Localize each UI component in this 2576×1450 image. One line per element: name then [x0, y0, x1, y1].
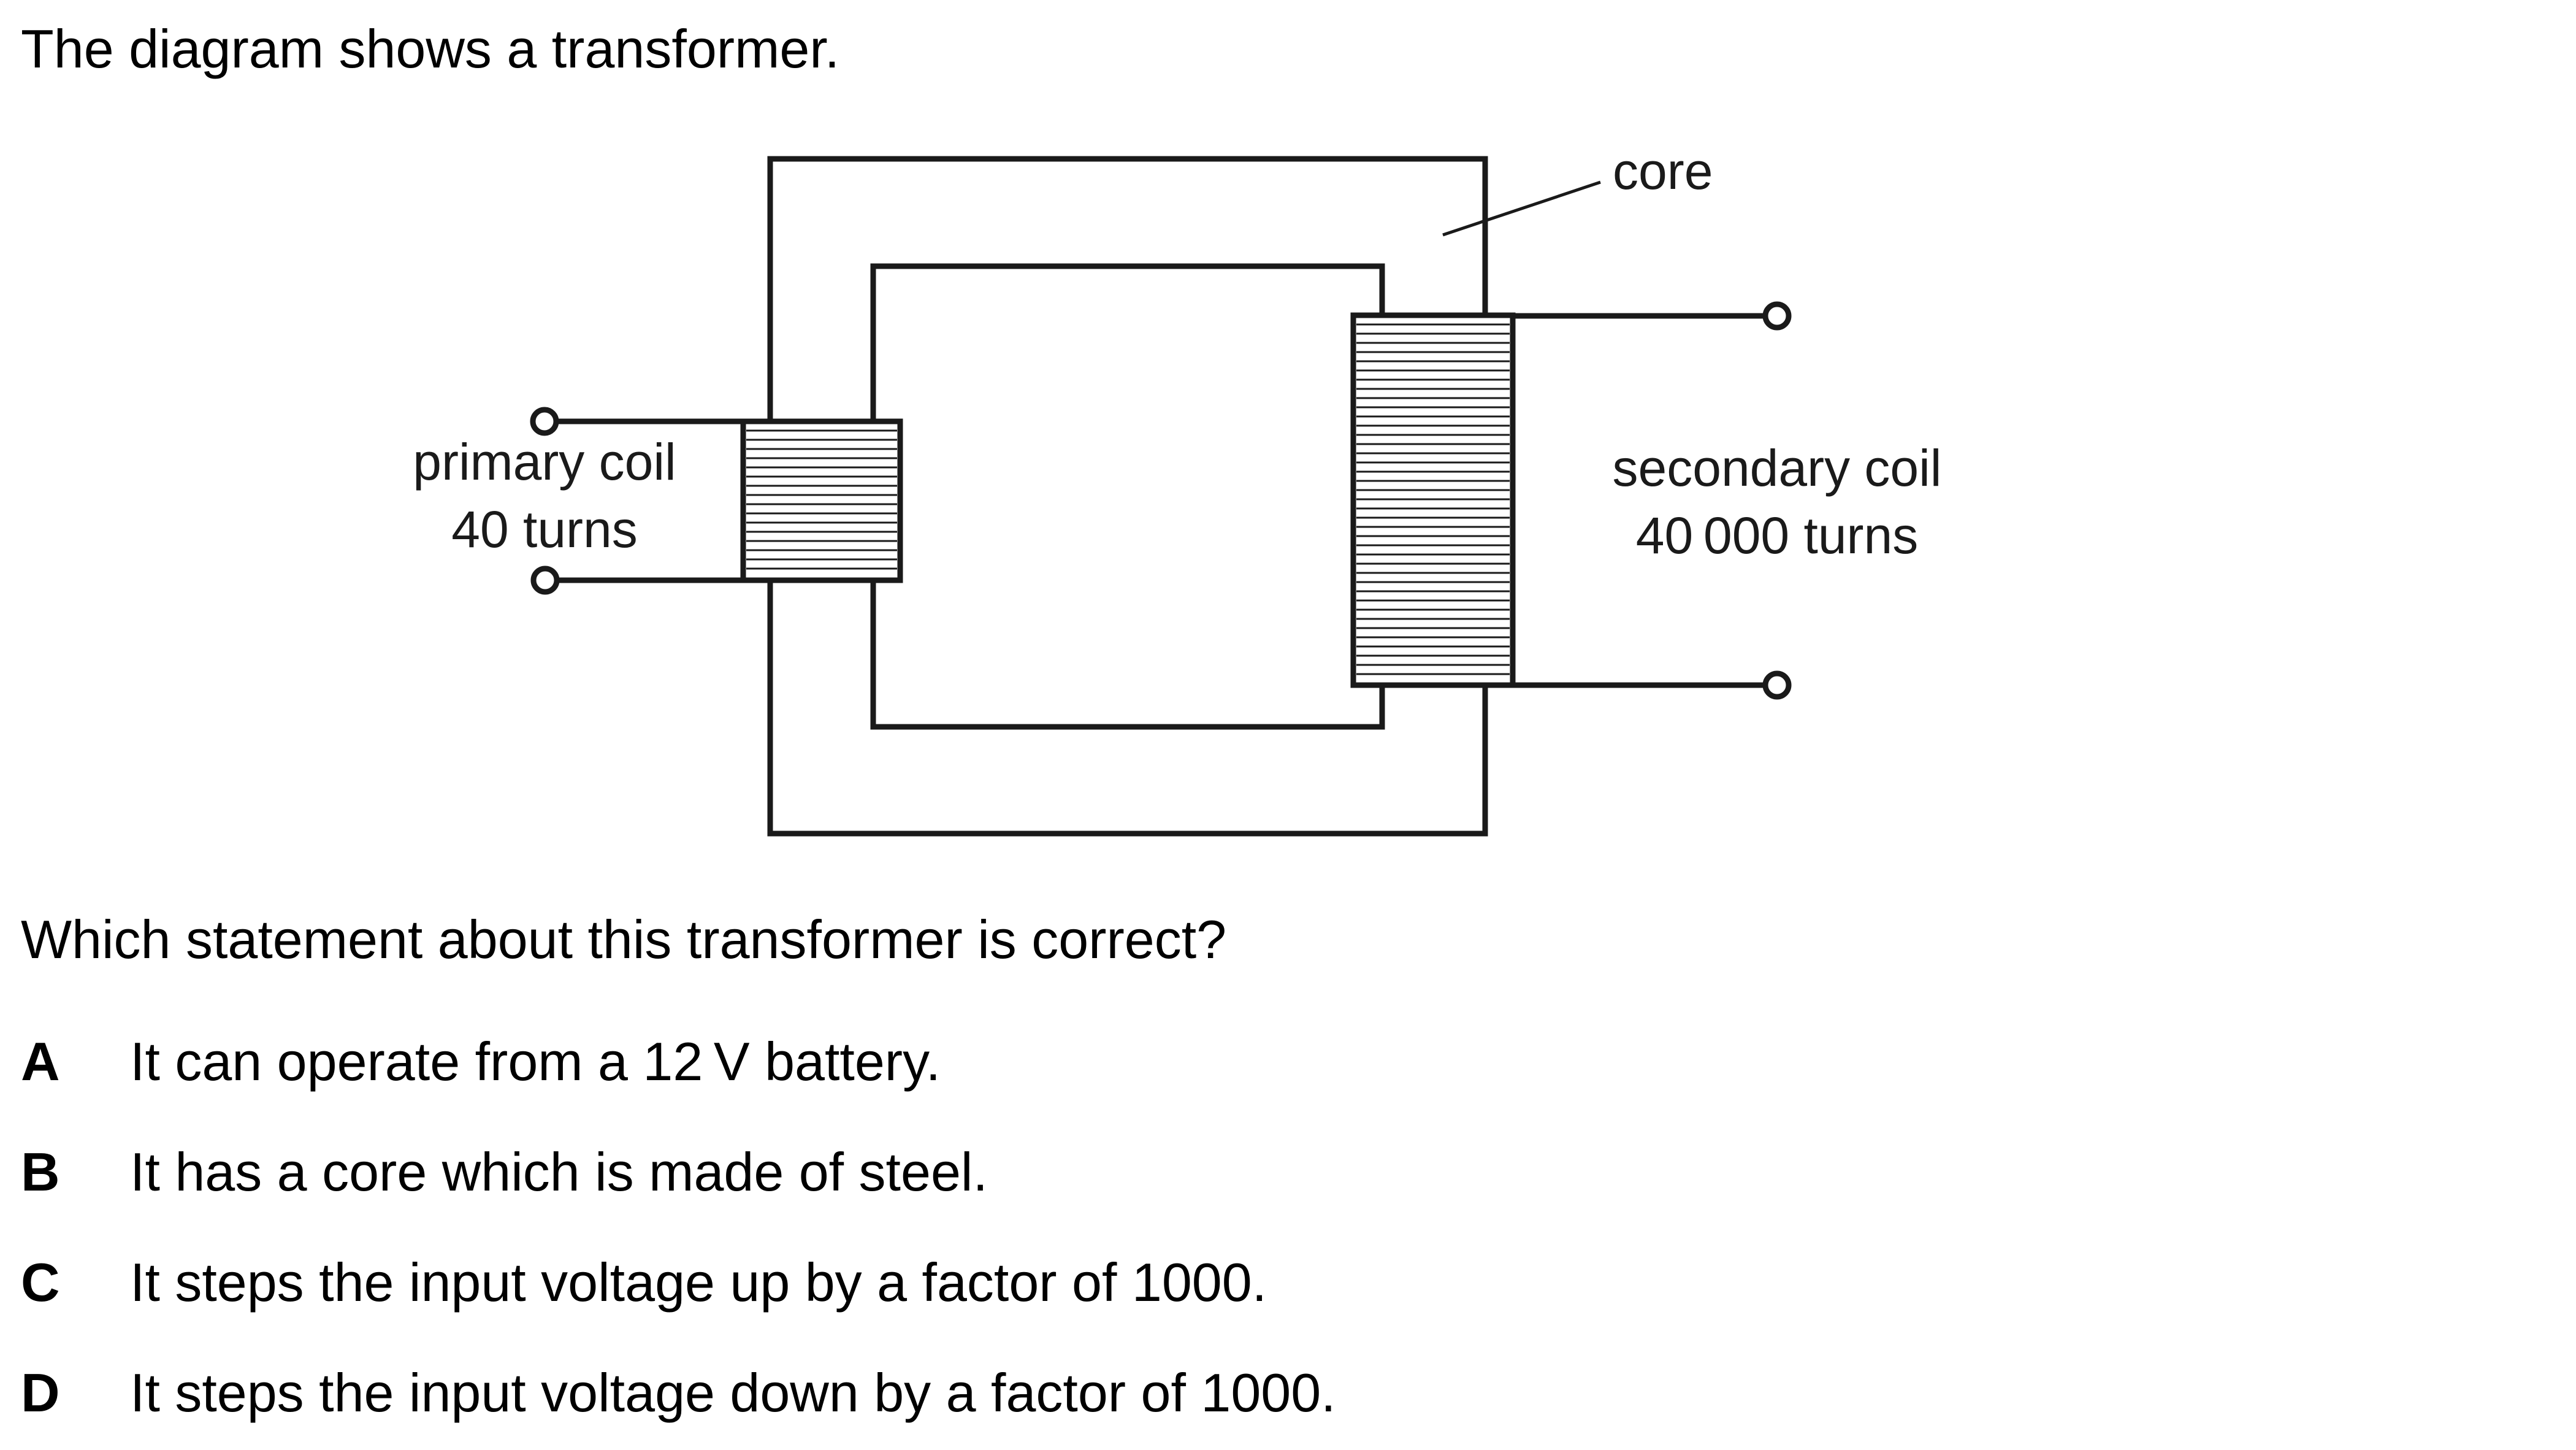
primary-turns-label: 40 turns [451, 501, 638, 558]
primary-terminal-top [530, 407, 559, 436]
intro-text: The diagram shows a transformer. [21, 18, 840, 79]
primary-coil-label: primary coil [413, 433, 676, 491]
core-leader-line [1442, 180, 1601, 237]
option-c-text: It steps the input voltage up by a facto… [130, 1252, 1267, 1313]
question-text: Which statement about this transformer i… [21, 909, 1227, 970]
core-inner-window [870, 263, 1385, 730]
secondary-terminal-bottom [1762, 670, 1792, 700]
primary-terminal-bottom [530, 566, 560, 595]
primary-coil [740, 418, 903, 583]
secondary-coil-label: secondary coil [1613, 439, 1942, 497]
option-c-letter: C [21, 1252, 60, 1313]
option-d-letter: D [21, 1362, 60, 1423]
secondary-coil [1350, 312, 1516, 688]
option-a-text: It can operate from a 12 V battery. [130, 1031, 941, 1092]
option-d-text: It steps the input voltage down by a fac… [130, 1362, 1336, 1423]
option-a-letter: A [21, 1031, 60, 1092]
secondary-turns-label: 40 000 turns [1636, 507, 1918, 564]
secondary-terminal-top [1762, 301, 1792, 331]
option-b-text: It has a core which is made of steel. [130, 1141, 988, 1202]
core-label: core [1613, 142, 1713, 200]
option-b-letter: B [21, 1141, 60, 1202]
